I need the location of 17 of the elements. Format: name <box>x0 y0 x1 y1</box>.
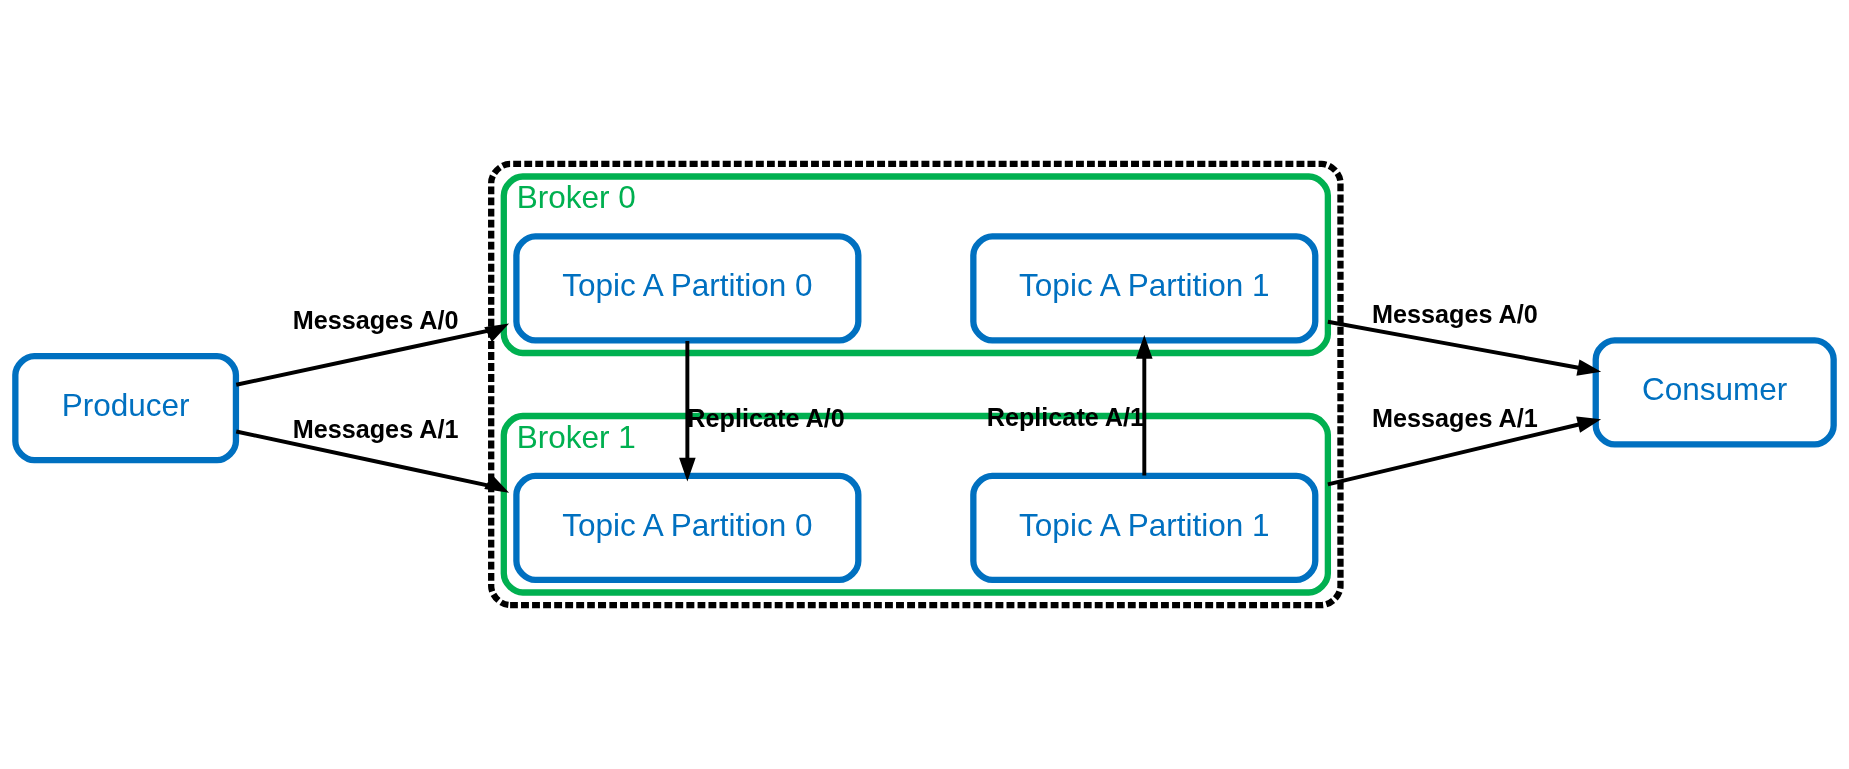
arrow <box>1136 335 1153 476</box>
node-box: Topic A Partition 0 <box>513 472 862 584</box>
cluster <box>488 160 1344 609</box>
arrow <box>1327 416 1602 487</box>
edge-label: Messages A/1 <box>292 414 459 443</box>
arrow <box>679 341 696 482</box>
node-box: Consumer <box>1592 337 1837 448</box>
node-box: Topic A Partition 0 <box>513 233 862 344</box>
edge-label: Messages A/0 <box>1371 299 1538 328</box>
edge-label: Messages A/0 <box>292 306 459 335</box>
arrow <box>1327 319 1602 376</box>
edge-label: Messages A/1 <box>1371 403 1538 432</box>
node-box: Producer <box>12 353 240 464</box>
node-box: Topic A Partition 1 <box>970 472 1319 584</box>
node-box: Topic A Partition 1 <box>970 233 1319 344</box>
arrow <box>235 323 510 387</box>
arrow <box>235 429 510 493</box>
